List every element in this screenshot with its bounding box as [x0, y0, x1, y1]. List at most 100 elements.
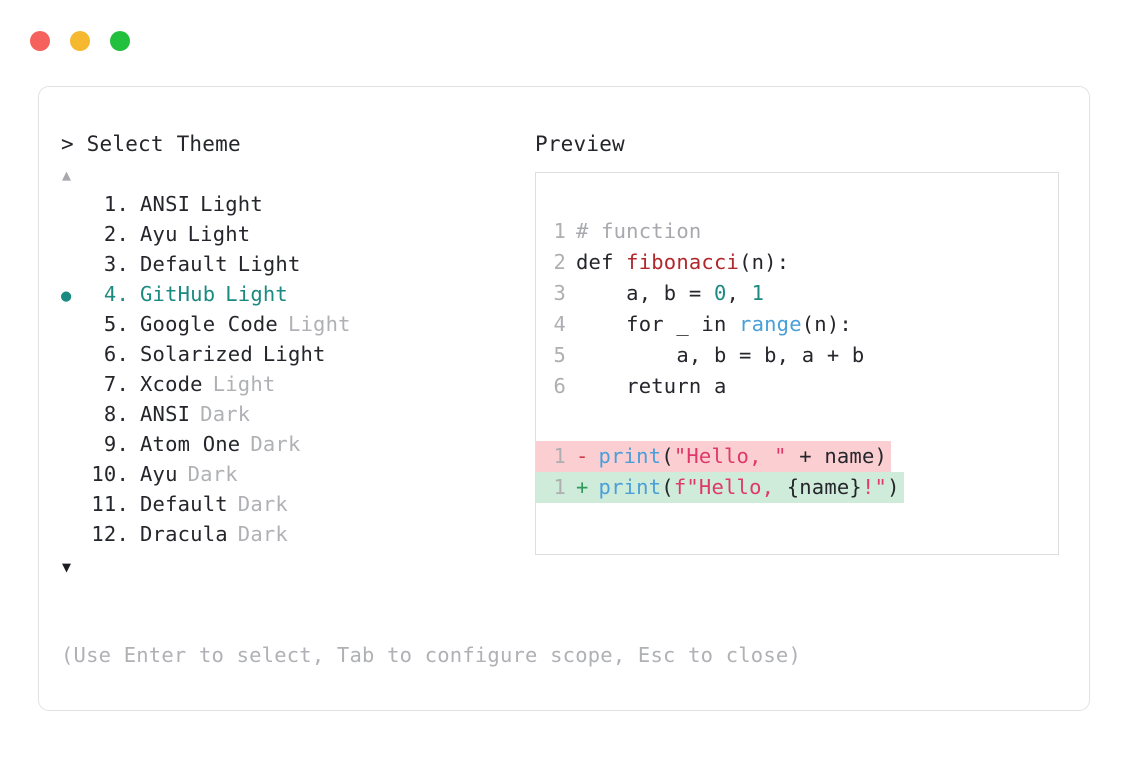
theme-list-item[interactable]: 7. Xcode Light — [61, 369, 531, 399]
theme-item-variant: Dark — [200, 402, 251, 426]
window-controls — [30, 31, 130, 51]
theme-list-item[interactable]: 12. Dracula Dark — [61, 519, 531, 549]
theme-item-index: 3. — [103, 252, 129, 276]
line-number: 2 — [553, 250, 566, 274]
theme-item-name: Dracula — [140, 522, 228, 546]
theme-list-item[interactable]: 10. Ayu Dark — [61, 459, 531, 489]
theme-item-index: 10. — [91, 462, 129, 486]
theme-item-variant: Light — [262, 342, 326, 366]
code-token: print — [598, 444, 662, 468]
code-token: def — [576, 250, 627, 274]
theme-item-variant: Dark — [250, 432, 301, 456]
code-token: 0 — [713, 281, 727, 305]
line-number: 3 — [553, 281, 566, 305]
code-token: "Hello, " — [673, 444, 787, 468]
code-token: range — [739, 312, 802, 336]
preview-title: Preview — [535, 132, 625, 156]
theme-list-item[interactable]: 9. Atom One Dark — [61, 429, 531, 459]
code-token: for _ in — [576, 312, 740, 336]
code-line: 6 return a — [552, 371, 1052, 402]
theme-item-index: 9. — [103, 432, 129, 456]
theme-item-name: Xcode — [140, 372, 203, 396]
theme-item-name: Ayu — [140, 462, 178, 486]
code-token: + name) — [786, 444, 888, 468]
code-token: 1 — [751, 281, 765, 305]
code-text: def fibonacci(n): — [576, 247, 789, 278]
theme-item-variant: Light — [287, 312, 351, 336]
code-token: ( — [661, 444, 674, 468]
theme-item-name: Default — [140, 492, 228, 516]
code-text: a, b = b, a + b — [576, 340, 864, 371]
code-token: return a — [576, 374, 727, 398]
code-token: a, b = b, a + b — [576, 343, 865, 367]
keyboard-hint: (Use Enter to select, Tab to configure s… — [61, 643, 801, 667]
scroll-up-icon[interactable]: ▲ — [62, 166, 72, 184]
code-text: a, b = 0, 1 — [576, 278, 764, 309]
theme-item-name: Atom One — [140, 432, 241, 456]
theme-item-variant: Dark — [187, 462, 238, 486]
theme-item-index: 8. — [103, 402, 129, 426]
diff-added-line: 1+print(f"Hello, {name}!") — [536, 472, 904, 503]
theme-item-name: GitHub — [140, 282, 216, 306]
theme-list-item[interactable]: 1. ANSI Light — [61, 189, 531, 219]
line-number: 1 — [553, 444, 566, 468]
theme-item-variant: Dark — [237, 522, 288, 546]
code-text: # function — [576, 216, 701, 247]
theme-item-name: ANSI — [140, 192, 191, 216]
code-token: , — [726, 281, 752, 305]
theme-item-variant: Light — [212, 372, 276, 396]
code-line: 1 # function — [552, 216, 1052, 247]
code-token: ) — [887, 475, 900, 499]
theme-item-index: 4. — [103, 282, 129, 306]
theme-item-name: ANSI — [140, 402, 191, 426]
maximize-window-button[interactable] — [110, 31, 130, 51]
line-number: 1 — [553, 475, 566, 499]
code-token: !" — [861, 475, 888, 499]
code-line: 2 def fibonacci(n): — [552, 247, 1052, 278]
code-line: 5 a, b = b, a + b — [552, 340, 1052, 371]
picker-title: > Select Theme — [61, 132, 241, 156]
line-number: 6 — [553, 374, 566, 398]
code-token: fibonacci — [626, 250, 740, 274]
line-number: 4 — [553, 312, 566, 336]
theme-list-item[interactable]: 3. Default Light — [61, 249, 531, 279]
code-token: print — [598, 475, 662, 499]
code-text: print("Hello, " + name) — [599, 441, 888, 472]
code-line: 3 a, b = 0, 1 — [552, 278, 1052, 309]
theme-item-variant: Light — [225, 282, 288, 306]
scroll-down-icon[interactable]: ▼ — [62, 558, 72, 576]
theme-item-index: 1. — [103, 192, 129, 216]
theme-item-name: Default — [140, 252, 228, 276]
theme-item-variant: Light — [200, 192, 263, 216]
code-token: {name} — [786, 475, 862, 499]
theme-list-item[interactable]: 6. Solarized Light — [61, 339, 531, 369]
theme-item-name: Ayu — [140, 222, 178, 246]
line-number: 5 — [553, 343, 566, 367]
close-window-button[interactable] — [30, 31, 50, 51]
theme-list-item[interactable]: ● 4. GitHub Light — [61, 279, 531, 309]
selected-bullet-icon: ● — [61, 286, 72, 306]
code-text: print(f"Hello, {name}!") — [599, 472, 900, 503]
theme-item-index: 12. — [91, 522, 129, 546]
code-token: # function — [576, 219, 702, 243]
diff-removed-line: 1-print("Hello, " + name) — [536, 441, 892, 472]
code-text: for _ in range(n): — [576, 309, 852, 340]
code-line: 4 for _ in range(n): — [552, 309, 1052, 340]
theme-item-variant: Light — [237, 252, 301, 276]
theme-item-index: 6. — [103, 342, 129, 366]
theme-list-item[interactable]: 8. ANSI Dark — [61, 399, 531, 429]
theme-item-index: 7. — [103, 372, 129, 396]
line-number: 1 — [553, 219, 566, 243]
theme-item-index: 2. — [103, 222, 129, 246]
theme-item-name: Solarized — [140, 342, 253, 366]
code-token: (n): — [801, 312, 852, 336]
minimize-window-button[interactable] — [70, 31, 90, 51]
